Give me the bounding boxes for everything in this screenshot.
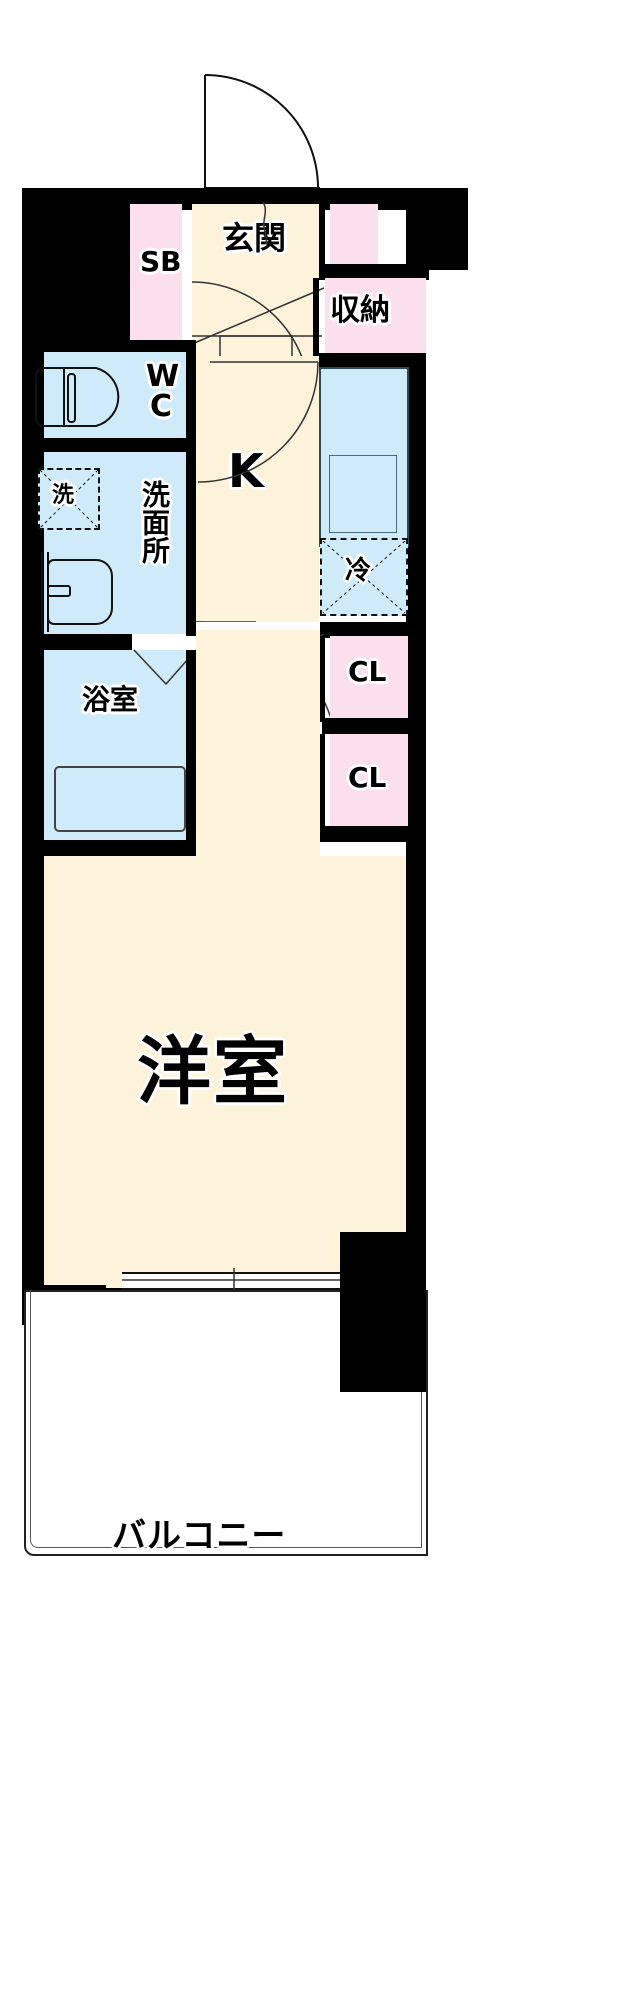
entrance-door-swing-icon [204, 74, 320, 189]
window-balcony-frame [122, 1272, 344, 1290]
bath-label: 浴室 [82, 683, 139, 716]
wall-storage-top [319, 264, 429, 280]
kitchen-label: K [228, 444, 264, 498]
kitchen-door-upper-icon [197, 361, 319, 483]
toilet-fixture-icon [35, 367, 120, 427]
washer-cross-icon [39, 469, 99, 529]
room-storage [325, 278, 426, 358]
entrance-label: 玄関 [222, 219, 287, 257]
washer-slot [38, 468, 100, 530]
wall-left [22, 188, 44, 1308]
closet-lower-label: CL [348, 761, 387, 794]
main-room-label: 洋室 [137, 1029, 289, 1115]
wall-right [406, 188, 426, 1248]
wall-cl-divider [322, 718, 408, 734]
bathtub-fixture [54, 766, 186, 832]
toilet-label-w: W [146, 359, 180, 394]
wall-cl-top [319, 622, 426, 638]
room-kitchen [196, 356, 319, 636]
closet-upper-label: CL [348, 655, 387, 688]
wall-storage-bottom [319, 353, 426, 367]
wall-cl-left-lower [320, 734, 325, 830]
room-main [44, 856, 406, 1288]
wall-bottom-right-block-top [340, 1232, 426, 1392]
window-balcony-icon [122, 1268, 346, 1294]
entrance-threshold-icon [262, 201, 268, 245]
wall-bath-right [186, 650, 196, 846]
balcony-rail-outline [30, 1290, 422, 1548]
storage-label: 収納 [330, 293, 390, 328]
wall-cl-left-upper [320, 636, 325, 722]
wall-right-lower [406, 1232, 426, 1248]
fridge-label: 冷 [345, 556, 372, 586]
entrance-diagonal-icon [191, 287, 325, 345]
bath-door-gap [132, 636, 196, 650]
wall-wc-bottom [22, 438, 192, 454]
room-shoe-box [130, 204, 182, 341]
wall-bath-top [22, 634, 132, 652]
wall-entrance-right-upper [319, 204, 325, 270]
washroom-label: 洗面所 [138, 480, 171, 564]
fridge-cross-icon [322, 540, 406, 614]
wall-cl-bottom [320, 826, 408, 842]
room-storage-upper-nook [330, 204, 378, 270]
balcony-label: バルコニー [112, 1516, 287, 1556]
shoe-box-label: SB [140, 245, 182, 278]
washbasin-fixture-icon [41, 552, 113, 632]
wall-wc-right [186, 340, 196, 454]
room-closet-upper [330, 636, 408, 722]
wall-bath-bottom [22, 840, 196, 858]
sink-fixture-icon [329, 455, 397, 533]
room-closet-lower [330, 734, 408, 830]
washer-label: 洗 [52, 483, 75, 508]
wall-washroom-right [186, 452, 196, 642]
wall-entrance-storage-divider [313, 278, 319, 356]
toilet-label-c: C [150, 389, 173, 424]
room-main-corridor [196, 630, 320, 860]
wall-top-right-extension [406, 188, 468, 270]
wall-cl-top-gap [196, 622, 320, 632]
